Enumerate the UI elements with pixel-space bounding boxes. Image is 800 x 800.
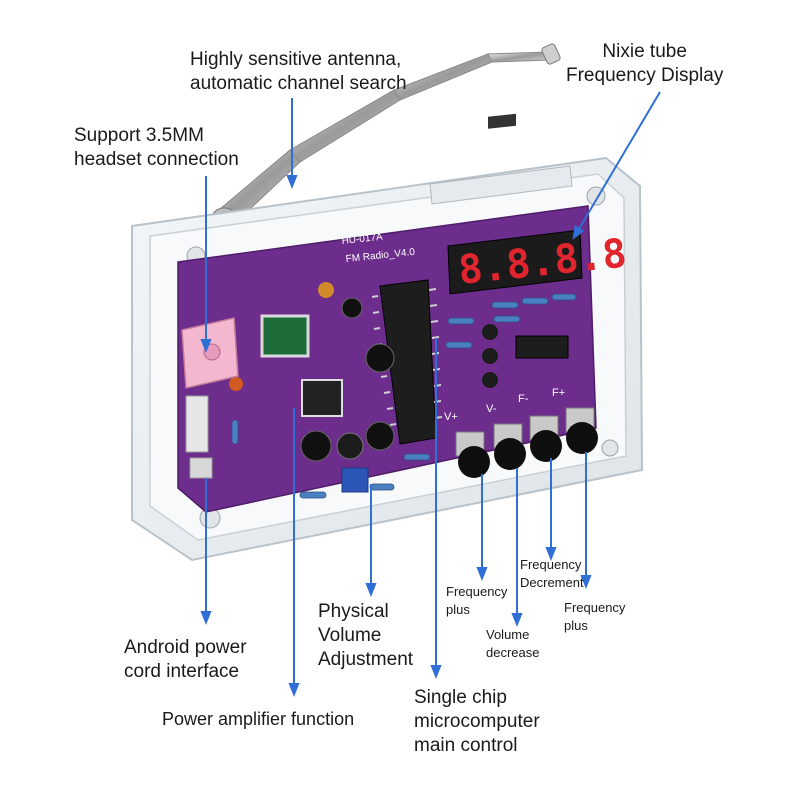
push-button-vplus[interactable]	[455, 431, 490, 478]
fm-module	[260, 314, 310, 358]
callout-vol-decrease: Volume decrease	[486, 627, 540, 660]
callout-mcu: Single chip microcomputer main control	[414, 687, 540, 756]
callout-nixie: Nixie tube Frequency Display	[566, 41, 724, 86]
resistors	[231, 293, 577, 499]
btn-label-vminus: V-	[486, 403, 497, 415]
callout-amplifier: Power amplifier function	[162, 709, 355, 729]
callout-freq-plus-2: Frequency plus	[564, 600, 626, 633]
callout-freq-decrement: Frequency Decrement	[520, 557, 584, 590]
callout-antenna: Highly sensitive antenna, automatic chan…	[190, 49, 407, 94]
btn-label-fminus: F-	[518, 393, 529, 405]
callout-android: Android power cord interface	[124, 637, 247, 682]
callout-freq-plus-1: Frequency plus	[446, 584, 508, 617]
purple-pcb: HU-017A FM Radio_V4.0 8.8.8.8	[177, 205, 629, 513]
transistors	[482, 324, 498, 388]
power-connector	[185, 395, 213, 479]
nixie-frequency-display: 8.8.8.8	[447, 229, 629, 295]
amplifier-ic	[301, 379, 343, 417]
volume-potentiometer	[341, 467, 369, 493]
callout-headset: Support 3.5MM headset connection	[74, 125, 239, 170]
btn-label-vplus: V+	[444, 411, 458, 423]
push-button-fplus[interactable]	[565, 407, 598, 454]
callout-arrows	[200, 91, 661, 697]
button-row: V+ V- F- F+	[444, 387, 598, 478]
capacitors	[229, 282, 395, 462]
headset-jack	[181, 317, 239, 389]
push-button-vminus[interactable]	[493, 423, 526, 470]
arrow-nixie	[572, 91, 661, 241]
btn-label-fplus: F+	[552, 387, 565, 399]
push-button-fminus[interactable]	[529, 415, 562, 462]
decoder-ic	[515, 335, 569, 359]
board-model-label: HU-017A	[341, 232, 383, 247]
callout-volume: Physical Volume Adjustment	[318, 601, 414, 670]
